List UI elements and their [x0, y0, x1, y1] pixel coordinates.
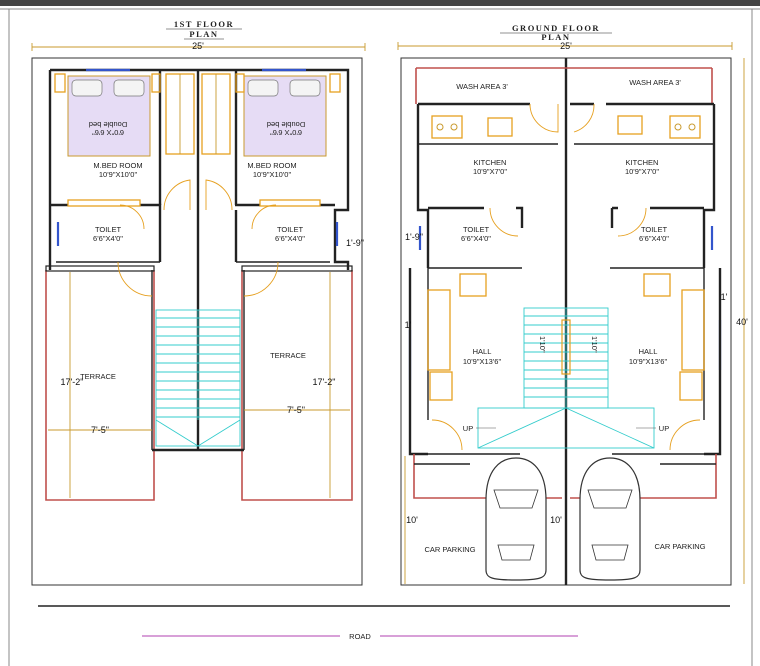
ff-toilet-right-name: TOILET — [277, 225, 304, 234]
ff-dim-left-height: 17'-2" — [61, 377, 84, 387]
gf-kitchen-left-size: 10'9"X7'0" — [473, 167, 507, 176]
gf-parking-right: CAR PARKING — [654, 542, 705, 551]
gf-hall-right-size: 10'9"X13'6" — [629, 357, 668, 366]
ff-bedroom-right-size: 10'9"X10'0" — [253, 170, 292, 179]
first-floor-plan: 1ST FLOOR PLAN 25' — [31, 19, 366, 586]
first-floor-width-dim: 25' — [192, 41, 204, 51]
gf-toilet-right-size: 6'6"X4'0" — [639, 234, 669, 243]
bed-left-size: 6'0"X 6'6" — [92, 128, 124, 137]
first-floor-title: 1ST FLOOR — [174, 19, 234, 29]
top-border-bar — [0, 0, 760, 6]
first-floor-staircase — [155, 309, 241, 447]
gf-up-left: UP — [463, 424, 473, 433]
ff-toilet-right-size: 6'6"X4'0" — [275, 234, 305, 243]
ff-bedroom-left-name: M.BED ROOM — [93, 161, 142, 170]
ff-bedroom-left-size: 10'9"X10'0" — [99, 170, 138, 179]
ground-floor-height-dim: 40' — [736, 317, 748, 327]
ground-floor-width-dim: 25' — [560, 41, 572, 51]
gf-toilet-left-name: TOILET — [463, 225, 490, 234]
gf-wash-left: WASH AREA 3' — [456, 82, 508, 91]
ff-bedroom-right-name: M.BED ROOM — [247, 161, 296, 170]
gf-toilet-right-name: TOILET — [641, 225, 668, 234]
gf-dim-parking-mid: 10' — [550, 515, 562, 525]
gf-wash-right: WASH AREA 3' — [629, 78, 681, 87]
gf-toilet-left-size: 6'6"X4'0" — [461, 234, 491, 243]
ff-toilet-left-name: TOILET — [95, 225, 122, 234]
ground-floor-plan: GROUND FLOOR PLAN 25' 40' — [397, 23, 748, 586]
stair-number-right: 1'10" — [590, 336, 599, 353]
gf-kitchen-right-size: 10'9"X7'0" — [625, 167, 659, 176]
gf-dim-offset-left: 1'-9" — [405, 232, 423, 242]
gf-kitchen-right-name: KITCHEN — [626, 158, 659, 167]
ground-floor-staircase: 1'10" 1'10" — [476, 307, 656, 449]
bed-right-label: Double bed — [267, 120, 305, 129]
stair-number-left: 1'10" — [538, 336, 547, 353]
ff-dim-right-offset: 1'-9" — [346, 238, 364, 248]
gf-up-right: UP — [659, 424, 669, 433]
ground-floor-title: GROUND FLOOR — [512, 23, 600, 33]
bed-left: Double bed 6'0"X 6'6" — [67, 75, 151, 157]
ff-terrace-left: TERRACE — [80, 372, 116, 381]
gf-hall-left-name: HALL — [473, 347, 492, 356]
gf-parking-left: CAR PARKING — [424, 545, 475, 554]
ground-floor-title-plan: PLAN — [541, 32, 570, 42]
ff-terrace-right: TERRACE — [270, 351, 306, 360]
road-label: ROAD — [349, 632, 371, 641]
bed-left-label: Double bed — [89, 120, 127, 129]
car-left — [485, 457, 547, 581]
ff-dim-right-height: 17'-2" — [313, 377, 336, 387]
ff-dim-right-width: 7'-5" — [287, 405, 305, 415]
ff-toilet-left-size: 6'6"X4'0" — [93, 234, 123, 243]
road: ROAD — [38, 605, 730, 641]
bed-right: Double bed 6'0"X 6'6" — [243, 75, 327, 157]
gf-dim-parking-left: 10' — [406, 515, 418, 525]
gf-dim-side-right: 1' — [721, 292, 728, 302]
gf-hall-right-name: HALL — [639, 347, 658, 356]
gf-hall-left-size: 10'9"X13'6" — [463, 357, 502, 366]
bed-right-size: 6'0"X 6'6" — [270, 128, 302, 137]
car-right — [579, 457, 641, 581]
first-floor-title-plan: PLAN — [189, 29, 218, 39]
ff-dim-left-width: 7'-5" — [91, 425, 109, 435]
gf-kitchen-left-name: KITCHEN — [474, 158, 507, 167]
gf-dim-side-left: 1' — [405, 320, 412, 330]
